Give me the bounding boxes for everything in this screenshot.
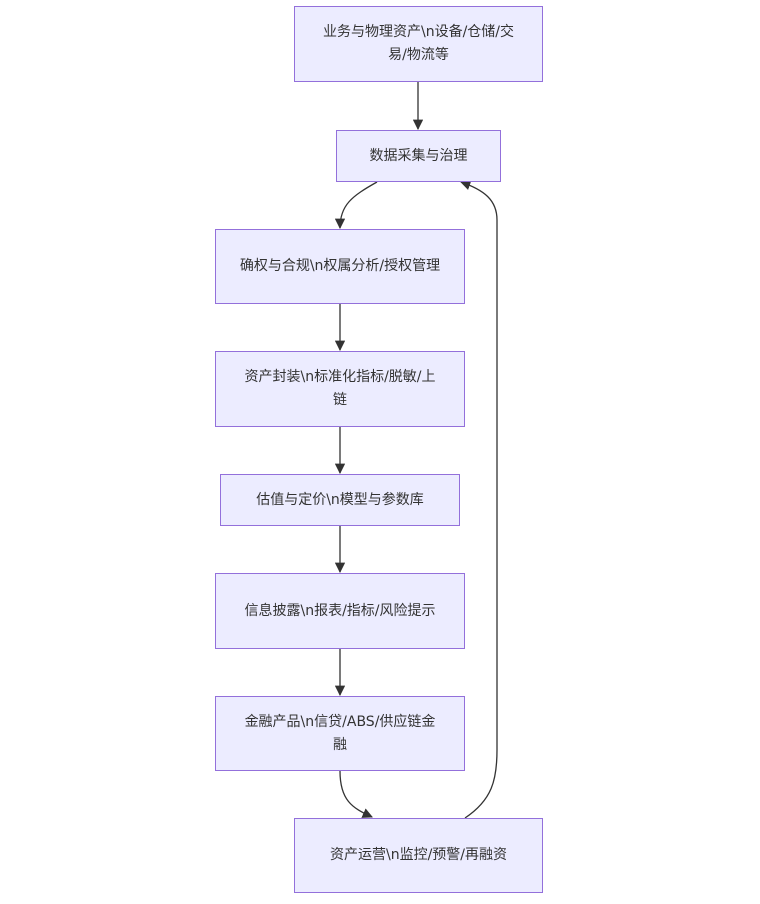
node-label: 数据采集与治理 <box>369 147 468 164</box>
edge-n7-n8 <box>339 770 373 818</box>
node-label: 业务与物理资产\n设备/仓储/交易/物流等 <box>322 24 515 63</box>
node-business-physical-assets: 业务与物理资产\n设备/仓储/交易/物流等 <box>294 6 543 82</box>
edge-n8-n2 <box>460 180 498 819</box>
edge-n2-n3 <box>334 181 378 230</box>
node-financial-products: 金融产品\n信贷/ABS/供应链金融 <box>215 696 465 771</box>
node-asset-operations: 资产运营\n监控/预警/再融资 <box>294 818 543 893</box>
node-rights-compliance: 确权与合规\n权属分析/授权管理 <box>215 229 465 304</box>
node-valuation-pricing: 估值与定价\n模型与参数库 <box>220 474 460 526</box>
node-label: 确权与合规\n权属分析/授权管理 <box>239 258 441 274</box>
node-label: 资产封装\n标准化指标/脱敏/上链 <box>244 369 436 408</box>
node-asset-packaging: 资产封装\n标准化指标/脱敏/上链 <box>215 351 465 427</box>
node-information-disclosure: 信息披露\n报表/指标/风险提示 <box>215 573 465 649</box>
node-label: 信息披露\n报表/指标/风险提示 <box>244 602 436 619</box>
node-label: 金融产品\n信贷/ABS/供应链金融 <box>244 713 436 753</box>
node-label: 资产运营\n监控/预警/再融资 <box>329 847 508 863</box>
node-data-collection: 数据采集与治理 <box>336 130 501 182</box>
node-label: 估值与定价\n模型与参数库 <box>256 491 424 508</box>
